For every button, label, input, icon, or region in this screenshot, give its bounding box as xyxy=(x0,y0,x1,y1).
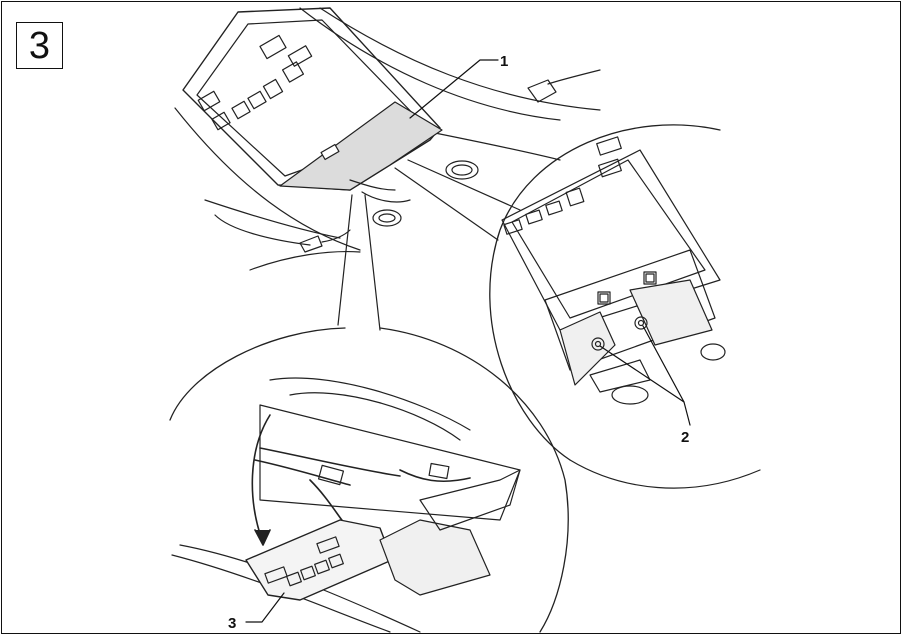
leader-line-2b xyxy=(642,325,685,403)
ray-left-a xyxy=(337,194,353,326)
detail-lowered-console-view xyxy=(169,327,569,633)
leader-line-1 xyxy=(409,59,499,119)
swing-arrow xyxy=(251,414,271,541)
step-number: 3 xyxy=(28,24,51,67)
ray-right-b xyxy=(407,159,521,211)
leader-line-3 xyxy=(245,592,285,623)
screw-left xyxy=(591,337,605,351)
detail-screws-view xyxy=(489,124,761,489)
leader-line-2a xyxy=(599,345,691,426)
screw-right xyxy=(634,316,648,330)
cover-panel xyxy=(279,101,443,191)
step-number-box: 3 xyxy=(16,22,63,69)
callout-3: 3 xyxy=(228,615,236,632)
callout-2: 2 xyxy=(681,429,689,446)
ray-right-a xyxy=(394,167,499,241)
ray-left-b xyxy=(364,194,381,331)
callout-1: 1 xyxy=(500,53,508,70)
main-view xyxy=(174,7,601,271)
